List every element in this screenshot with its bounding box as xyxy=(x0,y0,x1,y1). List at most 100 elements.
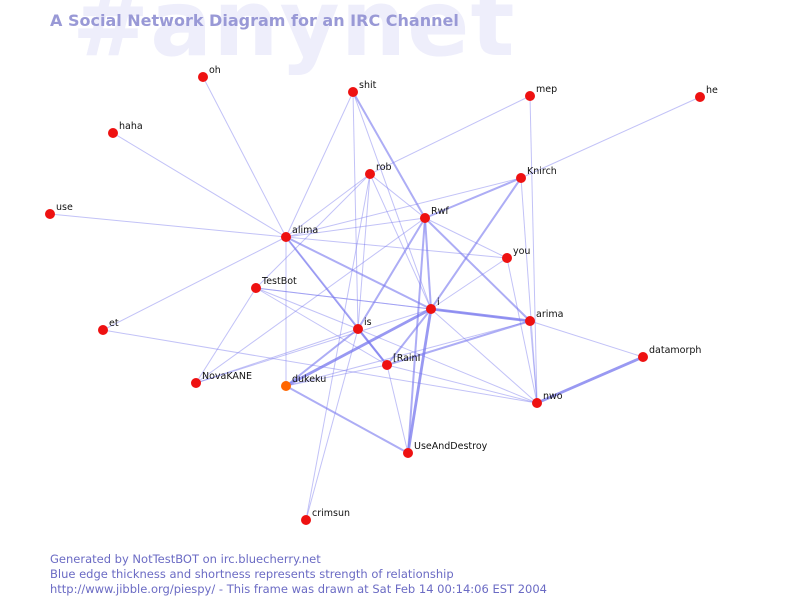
node-dot-TestBot xyxy=(251,283,261,293)
node-alima: alima xyxy=(281,225,318,242)
node-Knirch: Knirch xyxy=(516,166,557,183)
edge-shit-alima xyxy=(285,91,354,238)
edge-shit-Rwf xyxy=(352,91,426,219)
node-label-crimsun: crimsun xyxy=(312,508,350,519)
edge-shit-is xyxy=(352,91,359,330)
node-use: use xyxy=(45,202,73,219)
node-label-Rwf: Rwf xyxy=(431,206,449,217)
edge-arima-dukeku xyxy=(285,320,531,387)
node-haha: haha xyxy=(108,121,143,138)
edge-use-alima xyxy=(49,213,287,238)
edge-mep-nwo xyxy=(529,95,538,404)
node-label-mep: mep xyxy=(536,84,557,95)
node-dot-dukeku xyxy=(281,381,291,391)
node-is: is xyxy=(353,317,372,334)
diagram-title: A Social Network Diagram for an IRC Chan… xyxy=(50,11,459,30)
edge-Rwf-is xyxy=(357,217,426,330)
edge-i-dukeku xyxy=(285,307,432,388)
edge-haha-alima xyxy=(112,132,287,238)
node-label-haha: haha xyxy=(119,121,143,132)
node-mep: mep xyxy=(525,84,557,101)
footer-line-generated: Generated by NotTestBOT on irc.bluecherr… xyxy=(50,552,321,566)
node-dot-UseAndDestroy xyxy=(403,448,413,458)
edge-oh-alima xyxy=(202,76,287,238)
node-dot-mep xyxy=(525,91,535,101)
node-dot-crimsun xyxy=(301,515,311,525)
edge-TestBot-i xyxy=(255,287,432,310)
footer: Generated by NotTestBOT on irc.bluecherr… xyxy=(50,552,547,597)
edge-crimsun-is xyxy=(305,328,359,521)
edge-RainI-nwo xyxy=(386,364,538,404)
edge-TestBot-RainI xyxy=(255,287,388,366)
node-label-TestBot: TestBot xyxy=(261,276,297,287)
edge-alima-i xyxy=(285,236,432,310)
node-dot-oh xyxy=(198,72,208,82)
node-label-NovaKANE: NovaKANE xyxy=(202,371,252,382)
node-dot-Knirch xyxy=(516,173,526,183)
node-label-nwo: nwo xyxy=(543,391,563,402)
node-TestBot: TestBot xyxy=(251,276,297,293)
node-Rwf: Rwf xyxy=(420,206,449,223)
edge-i-RainI xyxy=(386,308,432,366)
node-dot-i xyxy=(426,304,436,314)
node-dot-rob xyxy=(365,169,375,179)
node-dot-shit xyxy=(348,87,358,97)
edge-Rwf-NovaKANE xyxy=(195,217,426,384)
edge-arima-RainI xyxy=(386,320,531,366)
channel-watermark: #anynet xyxy=(72,0,516,77)
node-you: you xyxy=(502,246,530,263)
node-dukeku: dukeku xyxy=(281,374,326,391)
edge-Knirch-nwo xyxy=(520,177,538,404)
node-he: he xyxy=(695,85,718,102)
edge-i-nwo xyxy=(430,308,538,404)
node-dot-datamorph xyxy=(638,352,648,362)
edge-Rwf-i xyxy=(424,217,432,310)
edge-shit-i xyxy=(352,91,432,310)
edge-RainI-UseAndDestroy xyxy=(386,364,409,454)
node-dot-is xyxy=(353,324,363,334)
edge-layer xyxy=(49,76,701,521)
edge-Rwf-you xyxy=(424,217,508,259)
node-et: et xyxy=(98,318,119,335)
edge-is-RainI xyxy=(357,328,388,366)
node-i: i xyxy=(426,297,440,314)
node-label-i: i xyxy=(437,297,440,308)
node-RainI: [RainI xyxy=(382,353,420,370)
edge-TestBot-NovaKANE xyxy=(195,287,257,384)
node-label-UseAndDestroy: UseAndDestroy xyxy=(414,441,488,452)
node-dot-haha xyxy=(108,128,118,138)
node-dot-Rwf xyxy=(420,213,430,223)
edge-rob-mep xyxy=(369,95,531,175)
node-layer: oh shit mep he haha rob Knirch use Rwf alima youTe… xyxy=(45,65,718,525)
node-label-oh: oh xyxy=(209,65,221,76)
node-NovaKANE: NovaKANE xyxy=(191,371,252,388)
edge-you-i xyxy=(430,257,508,310)
node-label-is: is xyxy=(364,317,372,328)
edge-i-NovaKANE xyxy=(195,308,432,384)
edge-alima-you xyxy=(285,236,508,259)
node-label-Knirch: Knirch xyxy=(527,166,557,177)
node-nwo: nwo xyxy=(532,391,563,408)
edge-i-arima xyxy=(430,307,531,323)
edge-rob-alima xyxy=(285,173,371,238)
edge-Rwf-UseAndDestroy xyxy=(407,217,426,454)
edge-RainI-dukeku xyxy=(285,364,388,387)
edge-rob-TestBot xyxy=(255,173,371,289)
node-dot-he xyxy=(695,92,705,102)
edge-is-nwo xyxy=(357,328,538,404)
edge-Rwf-alima xyxy=(285,217,426,238)
node-label-et: et xyxy=(109,318,119,329)
footer-line-url: http://www.jibble.org/piespy/ - This fra… xyxy=(50,582,547,596)
edge-rob-Rwf xyxy=(369,173,426,219)
node-arima: arima xyxy=(525,309,563,326)
edge-is-dukeku xyxy=(285,328,359,387)
node-dot-RainI xyxy=(382,360,392,370)
node-label-datamorph: datamorph xyxy=(649,345,701,356)
node-label-shit: shit xyxy=(359,80,377,91)
edge-rob-is xyxy=(357,173,371,330)
node-label-rob: rob xyxy=(376,162,392,173)
node-label-he: he xyxy=(706,85,718,96)
node-label-dukeku: dukeku xyxy=(292,374,326,385)
